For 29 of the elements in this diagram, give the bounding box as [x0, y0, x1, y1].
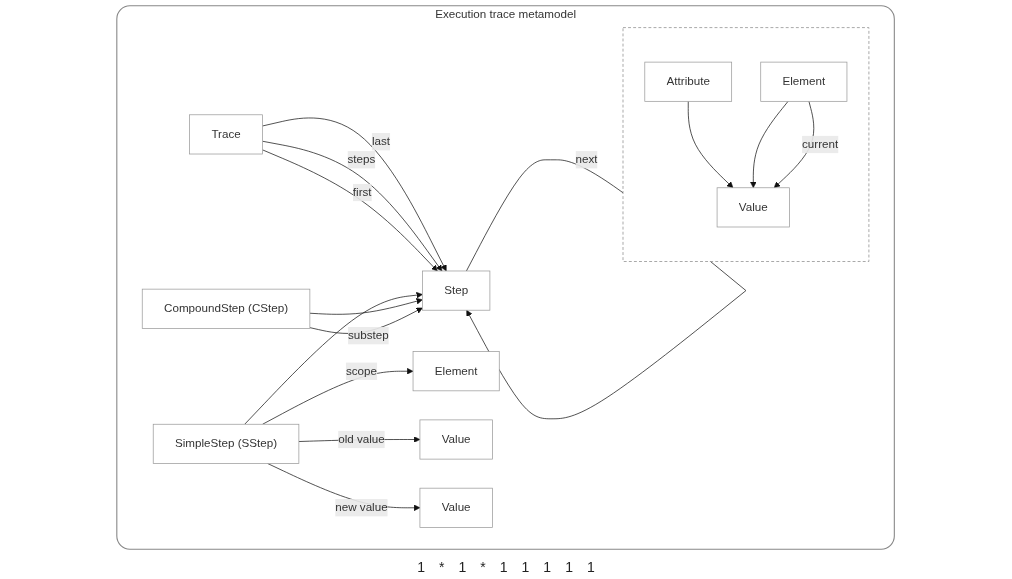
multiplicity-label: 1 — [565, 559, 573, 575]
node-box: Value — [420, 419, 494, 460]
node-box: Attribute — [644, 61, 733, 102]
edge-label: old value — [338, 432, 386, 446]
multiplicity-label: 1 — [543, 559, 552, 575]
edge-label: steps — [347, 153, 376, 166]
node-box: Trace — [189, 114, 264, 155]
multiplicity-label: 1 — [458, 559, 467, 575]
edge-label: next — [576, 153, 599, 166]
multiplicity-label: 1 — [499, 559, 508, 575]
edge-label: last — [372, 135, 391, 148]
edge-label: substep — [348, 329, 390, 342]
node-box: Element — [413, 351, 501, 392]
node-box: Value — [717, 187, 791, 228]
multiplicity-label: * — [439, 559, 445, 575]
multiplicity-label: 1 — [521, 559, 530, 575]
node-box: Element — [760, 61, 848, 102]
multiplicity-label: 1 — [417, 559, 426, 575]
node-box: Step — [422, 270, 491, 311]
node-box: SimpleStep (SStep) — [153, 423, 300, 464]
multiplicity-label: 1 — [586, 559, 595, 575]
edge-label: scope — [346, 364, 378, 378]
cluster — [623, 27, 870, 262]
edge-label: current — [802, 138, 839, 151]
edge-label: new value — [335, 501, 389, 514]
multiplicity-label: * — [480, 559, 486, 575]
node-box: Value — [420, 487, 494, 528]
edge-label: first — [353, 186, 372, 199]
node-box: CompoundStep (CStep) — [142, 288, 311, 329]
